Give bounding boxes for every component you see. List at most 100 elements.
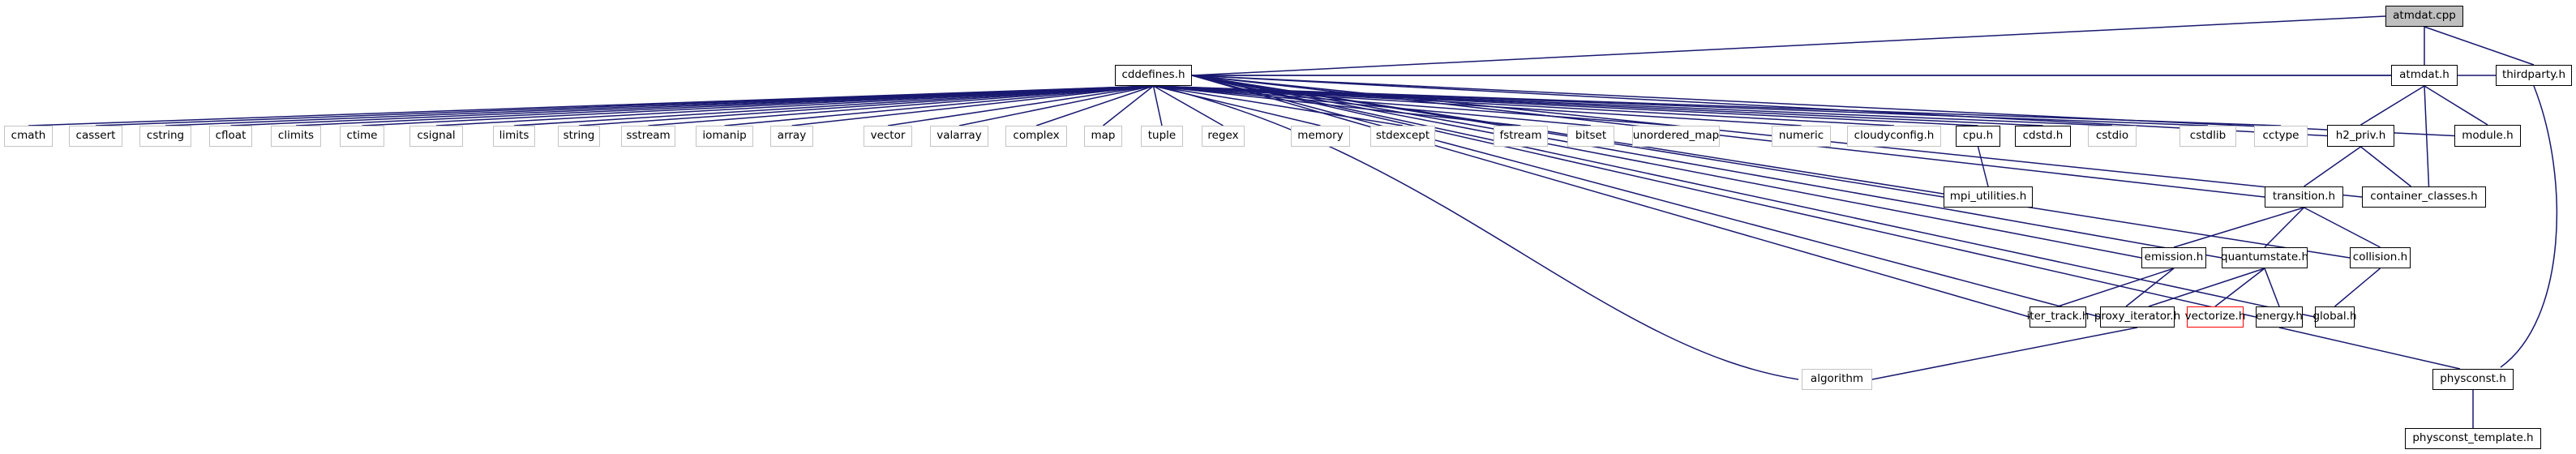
graph-node-vector: vector bbox=[864, 126, 912, 147]
graph-edge-cddefines_h-to-cloudyconfig_h bbox=[1153, 85, 1895, 126]
graph-node-valarray: valarray bbox=[930, 126, 988, 147]
graph-edge-quantumstate_h-to-cddefines_h bbox=[1191, 75, 2222, 259]
graph-node-stdexcept: stdexcept bbox=[1370, 126, 1435, 147]
graph-edge-transition_h-to-collision_h bbox=[2304, 207, 2381, 248]
graph-node-cmath: cmath bbox=[4, 126, 53, 147]
graph-node-unordered_map: unordered_map bbox=[1632, 126, 1720, 147]
graph-edge-atmdat_cpp-to-thirdparty_h bbox=[2424, 26, 2535, 66]
graph-node-ctime: ctime bbox=[340, 126, 384, 147]
graph-edge-proxy_iterator_h-to-algorithm bbox=[1871, 327, 2138, 380]
graph-node-string: string bbox=[558, 126, 600, 147]
graph-node-climits: climits bbox=[271, 126, 321, 147]
graph-node-vectorize_h[interactable]: vectorize.h bbox=[2185, 306, 2245, 328]
graph-edge-cddefines_h-to-limits bbox=[513, 85, 1154, 126]
graph-node-physconst_h[interactable]: physconst.h bbox=[2432, 369, 2514, 390]
graph-edge-thirdparty_h-to-physconst_h bbox=[2500, 85, 2558, 368]
graph-edge-collision_h-to-global_h bbox=[2334, 268, 2381, 307]
graph-edge-collision_h-to-cddefines_h bbox=[1191, 75, 2351, 259]
graph-node-limits: limits bbox=[493, 126, 535, 147]
graph-node-proxy_iterator_h[interactable]: proxy_iterator.h bbox=[2094, 306, 2180, 328]
graph-edge-atmdat_h-to-container_classes_h bbox=[2424, 85, 2430, 187]
graph-node-physconst_template_h[interactable]: physconst_template.h bbox=[2405, 428, 2541, 449]
graph-edge-energy_h-to-physconst_h bbox=[2278, 327, 2461, 370]
graph-edge-emission_h-to-iter_track_h bbox=[2057, 268, 2175, 307]
graph-node-iomanip: iomanip bbox=[696, 126, 753, 147]
graph-node-regex: regex bbox=[1202, 126, 1245, 147]
graph-edge-h2_priv_h-to-container_classes_h bbox=[2360, 146, 2411, 187]
graph-node-complex: complex bbox=[1005, 126, 1067, 147]
graph-edge-transition_h-to-emission_h bbox=[2173, 207, 2304, 248]
graph-edge-cddefines_h-to-numeric bbox=[1153, 85, 1802, 126]
graph-node-cfloat: cfloat bbox=[209, 126, 252, 147]
graph-edge-cddefines_h-to-tuple bbox=[1152, 85, 1163, 126]
graph-node-h2_priv_h[interactable]: h2_priv.h bbox=[2327, 125, 2394, 147]
graph-edge-cddefines_h-to-fstream bbox=[1153, 85, 1521, 126]
graph-node-tuple: tuple bbox=[1141, 126, 1183, 147]
graph-node-transition_h[interactable]: transition.h bbox=[2265, 186, 2343, 208]
graph-node-energy_h[interactable]: energy.h bbox=[2256, 306, 2303, 328]
graph-node-array: array bbox=[770, 126, 813, 147]
graph-node-emission_h[interactable]: emission.h bbox=[2141, 247, 2206, 268]
graph-node-cloudyconfig_h: cloudyconfig.h bbox=[1847, 126, 1941, 147]
graph-edge-cddefines_h-to-unordered_map bbox=[1153, 85, 1677, 126]
graph-edge-emission_h-to-cddefines_h bbox=[1191, 75, 2142, 259]
graph-edge-cpu_h-to-mpi_utilities_h bbox=[1977, 146, 1989, 187]
graph-edge-cddefines_h-to-valarray bbox=[958, 85, 1154, 126]
graph-node-bitset: bitset bbox=[1567, 126, 1614, 147]
graph-node-atmdat_cpp: atmdat.cpp bbox=[2385, 6, 2463, 27]
graph-node-cctype: cctype bbox=[2254, 126, 2308, 147]
graph-edge-global_h-to-cddefines_h bbox=[1191, 75, 2316, 318]
graph-edge-quantumstate_h-to-vectorize_h bbox=[2214, 268, 2265, 307]
graph-node-iter_track_h[interactable]: iter_track.h bbox=[2027, 306, 2089, 328]
graph-edge-cddefines_h-to-ctime bbox=[362, 85, 1154, 126]
graph-edge-cddefines_h-to-sstream bbox=[648, 85, 1154, 126]
graph-node-cstdio: cstdio bbox=[2088, 126, 2137, 147]
graph-edge-cddefines_h-to-cctype bbox=[1153, 85, 2282, 126]
graph-edge-h2_priv_h-to-transition_h bbox=[2304, 146, 2361, 187]
graph-edge-cddefines_h-to-array bbox=[791, 85, 1154, 126]
graph-node-module_h[interactable]: module.h bbox=[2454, 125, 2521, 147]
graph-node-container_classes_h[interactable]: container_classes.h bbox=[2362, 186, 2486, 208]
graph-edge-cddefines_h-to-complex bbox=[1035, 85, 1154, 126]
graph-node-memory: memory bbox=[1291, 126, 1350, 147]
graph-node-map: map bbox=[1084, 126, 1122, 147]
graph-node-cddefines_h[interactable]: cddefines.h bbox=[1115, 65, 1192, 86]
graph-node-cassert: cassert bbox=[69, 126, 122, 147]
graph-edge-cddefines_h-to-vector bbox=[887, 85, 1154, 126]
graph-edge-cddefines_h-to-regex bbox=[1153, 85, 1224, 126]
graph-edge-cddefines_h-to-csignal bbox=[435, 85, 1154, 126]
graph-edge-atmdat_h-to-module_h bbox=[2424, 85, 2488, 126]
graph-edge-cddefines_h-to-bitset bbox=[1153, 85, 1592, 126]
graph-edge-cddefines_h-to-iomanip bbox=[724, 85, 1154, 126]
graph-edge-module_h-to-cddefines_h bbox=[1191, 75, 2455, 137]
graph-node-cstring: cstring bbox=[139, 126, 191, 147]
graph-node-thirdparty_h[interactable]: thirdparty.h bbox=[2496, 65, 2572, 86]
graph-node-collision_h[interactable]: collision.h bbox=[2350, 247, 2411, 268]
graph-edge-cddefines_h-to-map bbox=[1103, 85, 1154, 126]
graph-node-fstream: fstream bbox=[1494, 126, 1548, 147]
graph-edge-cddefines_h-to-algorithm bbox=[1155, 85, 1799, 380]
graph-node-cstdlib: cstdlib bbox=[2180, 126, 2236, 147]
graph-node-atmdat_h[interactable]: atmdat.h bbox=[2391, 65, 2458, 86]
graph-edge-cddefines_h-to-stdexcept bbox=[1153, 85, 1404, 126]
graph-node-csignal: csignal bbox=[409, 126, 463, 147]
graph-node-algorithm: algorithm bbox=[1802, 369, 1872, 390]
graph-node-numeric: numeric bbox=[1772, 126, 1831, 147]
graph-node-quantumstate_h[interactable]: quantumstate.h bbox=[2221, 247, 2308, 268]
graph-node-sstream: sstream bbox=[621, 126, 675, 147]
graph-node-cpu_h[interactable]: cpu.h bbox=[1956, 126, 2000, 147]
graph-edge-emission_h-to-proxy_iterator_h bbox=[2125, 268, 2175, 307]
graph-edge-atmdat_h-to-h2_priv_h bbox=[2360, 85, 2425, 126]
graph-edge-cddefines_h-to-string bbox=[578, 85, 1154, 126]
graph-node-cdstd_h[interactable]: cdstd.h bbox=[2015, 126, 2071, 147]
graph-edge-quantumstate_h-to-energy_h bbox=[2264, 268, 2280, 307]
graph-edge-quantumstate_h-to-proxy_iterator_h bbox=[2148, 268, 2265, 307]
graph-node-global_h[interactable]: global.h bbox=[2312, 306, 2357, 328]
graph-edge-transition_h-to-quantumstate_h bbox=[2264, 207, 2305, 248]
graph-node-mpi_utilities_h[interactable]: mpi_utilities.h bbox=[1944, 186, 2033, 208]
graph-edge-energy_h-to-cddefines_h bbox=[1191, 75, 2257, 318]
graph-edge-atmdat_cpp-to-cddefines_h bbox=[1191, 15, 2386, 76]
graph-edge-h2_priv_h-to-cddefines_h bbox=[1191, 75, 2328, 137]
